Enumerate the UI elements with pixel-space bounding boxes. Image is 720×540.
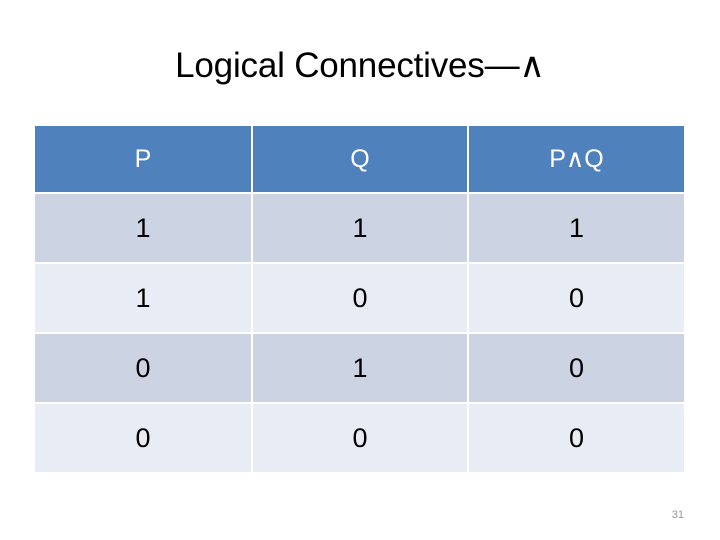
cell-p: 0 (35, 334, 253, 404)
page-title: Logical Connectives—∧ (175, 46, 545, 85)
table-header-row: P Q P∧Q (35, 126, 684, 194)
cell-p: 1 (35, 264, 253, 334)
table-row: 0 1 0 (35, 334, 684, 404)
cell-p-and-q: 0 (469, 334, 684, 404)
page-number: 31 (671, 509, 684, 521)
cell-p: 1 (35, 194, 253, 264)
column-header-p-and-q: P∧Q (469, 126, 684, 194)
cell-q: 0 (253, 404, 469, 472)
cell-q: 0 (253, 264, 469, 334)
column-header-q: Q (253, 126, 469, 194)
cell-p-and-q: 1 (469, 194, 684, 264)
column-header-p: P (35, 126, 253, 194)
cell-q: 1 (253, 194, 469, 264)
cell-p: 0 (35, 404, 253, 472)
cell-p-and-q: 0 (469, 264, 684, 334)
cell-p-and-q: 0 (469, 404, 684, 472)
table-row: 1 1 1 (35, 194, 684, 264)
table-row: 0 0 0 (35, 404, 684, 472)
truth-table-and: P Q P∧Q 1 1 1 1 0 0 0 1 0 0 0 (35, 126, 684, 472)
cell-q: 1 (253, 334, 469, 404)
table-row: 1 0 0 (35, 264, 684, 334)
